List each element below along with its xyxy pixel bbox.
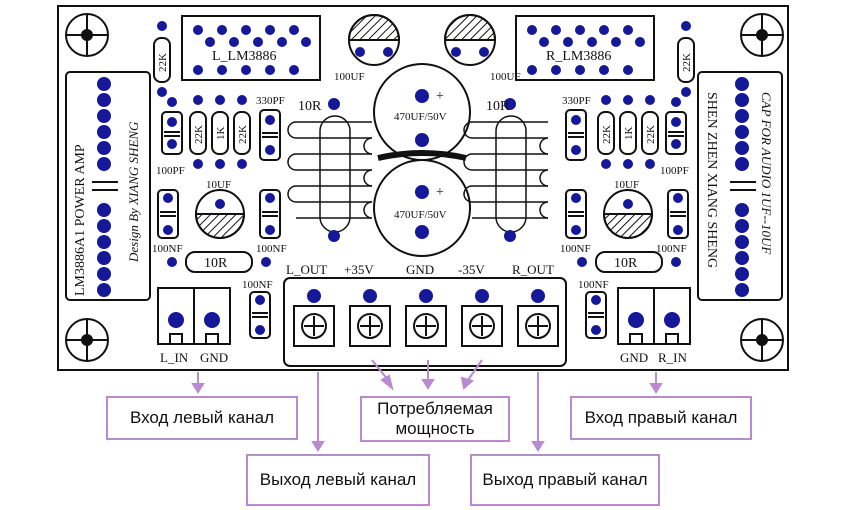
svg-text:100PF: 100PF — [156, 165, 185, 177]
svg-text:100NF: 100NF — [242, 279, 273, 291]
callout-right-output: Выход правый канал — [470, 454, 660, 506]
svg-text:100NF: 100NF — [656, 243, 687, 255]
svg-text:22K: 22K — [193, 125, 205, 144]
svg-text:100UF: 100UF — [334, 71, 365, 83]
svg-text:10R: 10R — [204, 256, 228, 271]
inductor-right — [463, 115, 549, 233]
callout-power: Потребляемая мощность — [360, 396, 510, 442]
terminal-label-l-out: L_OUT — [286, 262, 327, 277]
right-gnd-label: GND — [620, 350, 648, 365]
right-ic-outline — [515, 15, 655, 81]
svg-text:470UF/50V: 470UF/50V — [394, 209, 447, 221]
right-panel-pads — [735, 77, 749, 297]
svg-text:+: + — [436, 185, 444, 200]
svg-text:22K: 22K — [237, 125, 249, 144]
svg-text:100NF: 100NF — [152, 243, 183, 255]
cap-100uf-left: 100UF — [334, 14, 401, 83]
right-panel-sub: CAP FOR AUDIO 1UF--10UF — [759, 92, 774, 255]
res-10r-right-top: 10R — [486, 99, 510, 114]
terminal-block: L_OUT +35V GND -35V R_OUT — [283, 262, 567, 367]
res-10r-left-top: 10R — [298, 99, 322, 114]
svg-text:100NF: 100NF — [578, 279, 609, 291]
right-silk-panel — [697, 71, 783, 301]
svg-text:10R: 10R — [614, 256, 638, 271]
svg-text:330PF: 330PF — [562, 95, 591, 107]
resistor-22k-right-top: 22K — [677, 21, 695, 97]
left-ic-label: L_LM3886 — [212, 49, 277, 64]
svg-text:22K: 22K — [645, 125, 657, 144]
cap-100uf-right: 100UF — [443, 14, 521, 83]
svg-text:10UF: 10UF — [614, 179, 639, 191]
right-ic-pins — [527, 25, 645, 75]
left-silk-panel — [65, 71, 151, 301]
left-panel-pads — [97, 77, 111, 297]
resistor-22k-left-top: 22K — [153, 21, 171, 97]
left-gnd-label: GND — [200, 350, 228, 365]
mounting-hole — [65, 13, 109, 57]
svg-text:100NF: 100NF — [256, 243, 287, 255]
svg-text:100UF: 100UF — [490, 71, 521, 83]
svg-text:330PF: 330PF — [256, 95, 285, 107]
right-small-components: 330PF 22K 1K 22K 100PF 10UF 100NF 100NF … — [560, 95, 689, 339]
right-input-connector: GND R_IN — [617, 287, 691, 365]
left-panel-title: LM3886A1 POWER AMP — [73, 144, 88, 296]
terminal-label-plus35: +35V — [344, 262, 374, 277]
cap-470uf-bottom: + 470UF/50V — [373, 159, 471, 257]
terminal-label-gnd: GND — [406, 262, 434, 277]
left-ic-pins — [193, 25, 311, 75]
right-panel-title: SHEN ZHEN XIANG SHENG — [704, 92, 719, 268]
left-ic-outline — [181, 15, 321, 81]
svg-text:10UF: 10UF — [206, 179, 231, 191]
terminal-label-r-out: R_OUT — [512, 262, 554, 277]
callout-left-output: Выход левый канал — [246, 454, 430, 506]
terminal-label-minus35: -35V — [458, 262, 485, 277]
left-small-components: 100PF 22K 1K 22K 330PF 10UF 100NF 100NF … — [152, 95, 287, 339]
svg-text:1K: 1K — [215, 127, 227, 141]
svg-text:22K: 22K — [601, 125, 613, 144]
svg-text:1K: 1K — [623, 127, 635, 141]
svg-text:22K: 22K — [681, 53, 693, 72]
callout-left-input: Вход левый канал — [106, 396, 298, 440]
mounting-hole — [740, 318, 784, 362]
left-in-label: L_IN — [160, 350, 189, 365]
callout-arrows — [191, 359, 663, 452]
left-input-connector: L_IN GND — [157, 287, 231, 365]
mounting-hole — [65, 318, 109, 362]
svg-text:+: + — [436, 89, 444, 104]
mounting-hole — [740, 13, 784, 57]
svg-text:470UF/50V: 470UF/50V — [394, 111, 447, 123]
right-in-label: R_IN — [658, 350, 688, 365]
callout-right-input: Вход правый канал — [570, 396, 752, 440]
cap-470uf-top: + 470UF/50V — [373, 63, 471, 161]
svg-text:22K: 22K — [157, 53, 169, 72]
svg-text:100NF: 100NF — [560, 243, 591, 255]
svg-text:100PF: 100PF — [660, 165, 689, 177]
right-ic-label: R_LM3886 — [546, 49, 611, 64]
left-panel-sub: Design By XIANG SHENG — [126, 121, 141, 263]
